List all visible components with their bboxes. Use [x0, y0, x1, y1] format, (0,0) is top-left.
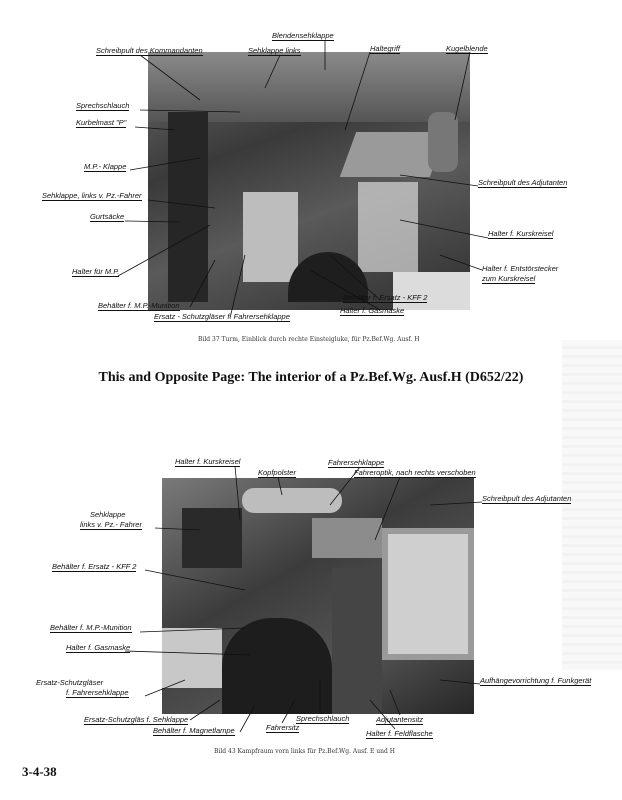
- page-title: This and Opposite Page: The interior of …: [98, 370, 524, 385]
- label2-kopfpolster: Kopfpolster: [258, 468, 296, 478]
- figure2-caption: Bild 43 Kampfraum vorn links für Pz.Bef.…: [214, 748, 395, 755]
- label2-adjutantensitz: Adjutantensitz: [376, 715, 424, 725]
- label2-ersatz-schutzglaeser-2: f. Fahrersehklappe: [66, 688, 129, 698]
- label2-fahrersitz: Fahrersitz: [266, 723, 300, 733]
- label-halter-gasmaske: Halter f. Gasmaske: [340, 306, 405, 316]
- label2-ersatz-schutzglaeser-sehklappe: Ersatz-Schutzgläs f. Sehklappe: [84, 715, 189, 725]
- label2-sehklappe-1: Sehklappe: [90, 510, 126, 519]
- label-behaelter-mp-munition: Behälter f. M.P.-Munition: [98, 301, 180, 311]
- label-halter-entstoer-1: Halter f. Entstörstecker: [482, 264, 559, 273]
- label-schreibpult-adjutant: Schreibpult des Adjutanten: [478, 178, 568, 188]
- label2-behaelter-mp-munition: Behälter f. M.P.-Munition: [50, 623, 132, 633]
- label2-halter-feldflasche: Halter f. Feldflasche: [366, 729, 433, 739]
- label-gurtsaecke: Gurtsäcke: [90, 212, 125, 222]
- label2-aufhaengevorrichtung: Aufhängevorrichtung f. Funkgerät: [480, 676, 592, 686]
- label2-halter-gasmaske: Halter f. Gasmaske: [66, 643, 131, 653]
- page-number: 3-4-38: [22, 764, 57, 779]
- label2-ersatz-schutzglaeser-1: Ersatz-Schutzgläser: [36, 678, 104, 687]
- label-sehklappe-fahrer: Sehklappe, links v. Pz.-Fahrer: [42, 191, 142, 201]
- facing-page-bleed: [562, 340, 622, 670]
- figure1-caption: Bild 37 Turm, Einblick durch rechte Eins…: [198, 336, 420, 343]
- label2-halter-kurskreisel: Halter f. Kurskreisel: [175, 457, 241, 467]
- label-ersatz-schutzglaeser: Ersatz - Schutzgläser f. Fahrersehklappe: [154, 312, 290, 322]
- label2-sehklappe-2: links v. Pz.- Fahrer: [80, 520, 142, 530]
- label2-sprechschlauch: Sprechschlauch: [296, 714, 350, 724]
- label-sprechschlauch: Sprechschlauch: [76, 101, 130, 111]
- label-mp-klappe: M.P.- Klappe: [84, 162, 127, 172]
- label2-behaelter-magnetlampe: Behälter f. Magnetlampe: [153, 726, 235, 736]
- label2-fahrersehklappe: Fahrersehklappe: [328, 458, 385, 468]
- label-behaelter-ersatz-kff2: Behälter f. Ersatz - KFF 2: [343, 293, 428, 303]
- figure2-photo: [162, 478, 474, 714]
- label-kurbelmast: Kurbelmast "P": [76, 118, 127, 128]
- label2-schreibpult-adjutant: Schreibpult des Adjutanten: [482, 494, 572, 504]
- label-blendensehklappe: Blendensehklappe: [272, 31, 334, 41]
- label-kugelblende: Kugelblende: [446, 44, 488, 54]
- label-schreibpult-kommandant: Schreibpult des Kommandanten: [96, 46, 203, 56]
- label-halter-mp: Halter für M.P.: [72, 267, 120, 277]
- label2-fahreroptik: Fahreroptik, nach rechts verschoben: [354, 468, 476, 478]
- figure1-photo: [148, 52, 470, 310]
- label-haltegriff: Haltegriff: [370, 44, 401, 54]
- label-halter-kurskreisel: Halter f. Kurskreisel: [488, 229, 554, 239]
- label-halter-entstoer-2: zum Kurskreisel: [482, 274, 536, 284]
- label-sehklappe-links: Sehklappe links: [248, 46, 301, 56]
- label2-behaelter-ersatz-kff2: Behälter f. Ersatz - KFF 2: [52, 562, 137, 572]
